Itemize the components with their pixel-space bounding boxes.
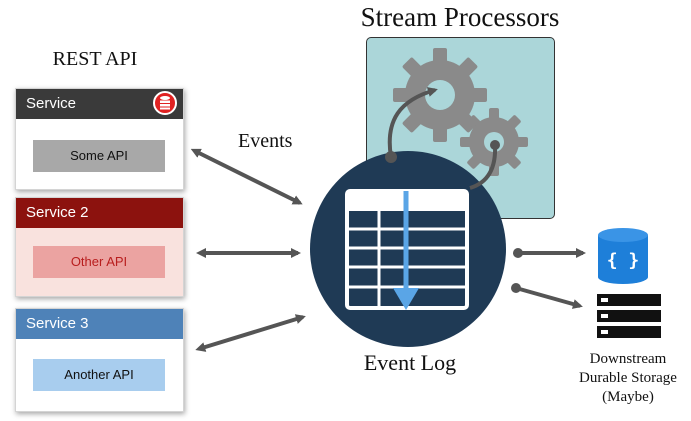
svg-text:{ }: { } xyxy=(607,250,640,271)
log-to-json-storage-arrow xyxy=(513,248,586,258)
service-card-1: Service Some API xyxy=(15,88,184,190)
service-card-header: Service xyxy=(16,89,183,119)
service-card-2: Service 2 Other API xyxy=(15,197,184,297)
log-to-server-storage-arrow xyxy=(511,283,583,309)
service-card-header: Service 2 xyxy=(16,198,183,228)
event-log-label: Event Log xyxy=(363,350,457,375)
events-arrow-1 xyxy=(190,148,303,205)
storage-label-line-3: (Maybe) xyxy=(602,389,654,405)
events-label: Events xyxy=(238,130,293,152)
database-icon xyxy=(153,91,177,115)
rest-api-title: REST API xyxy=(52,48,138,70)
gear-icon xyxy=(393,48,487,142)
service-card-body: Other API xyxy=(16,228,183,296)
some-api-button[interactable]: Some API xyxy=(33,140,165,172)
server-rack-icon xyxy=(597,294,661,338)
storage-label-line-1: Downstream xyxy=(589,351,667,367)
storage-label: Downstream Durable Storage (Maybe) xyxy=(562,350,691,407)
service-name: Service 2 xyxy=(26,204,89,221)
service-name: Service 3 xyxy=(26,315,89,332)
log-to-processor-arrow xyxy=(385,87,438,163)
json-database-icon: { } xyxy=(598,228,648,284)
event-log-table-icon xyxy=(345,189,469,310)
stream-processors-title: Stream Processors xyxy=(360,2,560,32)
another-api-button[interactable]: Another API xyxy=(33,359,165,391)
other-api-button[interactable]: Other API xyxy=(33,246,165,278)
events-arrow-3 xyxy=(195,314,306,352)
processor-to-log-arrow xyxy=(469,140,500,190)
service-card-body: Another API xyxy=(16,339,183,411)
service-name: Service xyxy=(26,95,77,112)
service-card-body: Some API xyxy=(16,119,183,189)
service-card-header: Service 3 xyxy=(16,309,183,339)
storage-label-line-2: Durable Storage xyxy=(579,370,677,386)
service-card-3: Service 3 Another API xyxy=(15,308,184,412)
